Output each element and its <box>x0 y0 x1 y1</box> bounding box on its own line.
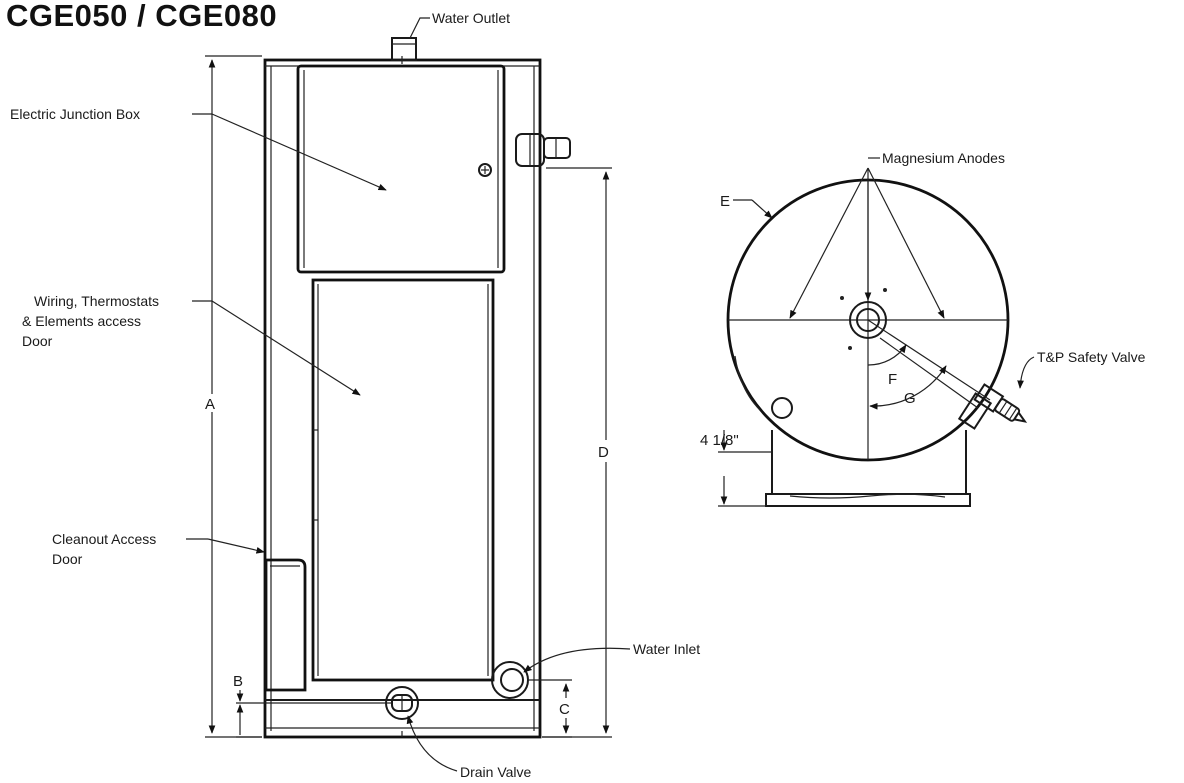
dim-d-label: D <box>598 444 609 461</box>
label-water-inlet: Water Inlet <box>633 641 700 657</box>
dim-c-label: C <box>559 701 570 718</box>
callout-cleanout-door: Cleanout Access Door <box>52 531 265 567</box>
top-view <box>726 178 1028 507</box>
center-fitting <box>849 301 887 339</box>
label-drain-valve: Drain Valve <box>460 764 532 780</box>
dimension-leg-height: 4 1/8" <box>700 430 772 507</box>
tp-valve-top <box>973 383 1028 423</box>
label-cleanout-1: Cleanout Access <box>52 531 156 547</box>
callout-magnesium-anodes: Magnesium Anodes <box>789 150 1005 319</box>
inlet-port-top <box>771 397 793 419</box>
water-outlet-fitting <box>391 37 417 61</box>
dimension-b: B <box>233 673 392 738</box>
label-junction-box: Electric Junction Box <box>10 106 140 122</box>
label-access-door-1: Wiring, Thermostats <box>34 293 159 309</box>
label-cleanout-2: Door <box>52 551 83 567</box>
dim-leg-height-label: 4 1/8" <box>700 432 739 449</box>
label-access-door-3: Door <box>22 333 53 349</box>
tp-valve-fitting <box>515 133 571 167</box>
cleanout-door <box>264 558 307 692</box>
callout-access-door: Wiring, Thermostats & Elements access Do… <box>22 293 361 396</box>
dim-a-label: A <box>205 396 215 413</box>
label-access-door-2: & Elements access <box>22 313 141 329</box>
junction-box <box>296 64 506 274</box>
callout-water-outlet: Water Outlet <box>409 10 510 39</box>
water-inlet-fitting <box>491 661 529 699</box>
dimension-a: A <box>205 55 262 738</box>
callout-drain-valve: Drain Valve <box>406 715 532 780</box>
callout-e: E <box>720 193 773 219</box>
access-door <box>311 278 495 682</box>
diagram-title: CGE050 / CGE080 <box>6 0 278 33</box>
callout-water-inlet: Water Inlet <box>523 641 700 673</box>
label-water-outlet: Water Outlet <box>432 10 510 26</box>
dim-e-label: E <box>720 193 730 210</box>
base-stand <box>771 430 967 495</box>
dimension-d: D <box>542 167 612 738</box>
front-view <box>263 37 571 739</box>
label-tp-valve: T&P Safety Valve <box>1037 349 1146 365</box>
dim-g-label: G <box>904 390 916 407</box>
dim-f-label: F <box>888 371 897 388</box>
dim-b-label: B <box>233 673 243 690</box>
junction-box-screw <box>478 163 492 177</box>
callout-junction-box: Electric Junction Box <box>10 106 387 191</box>
callout-tp-valve: T&P Safety Valve <box>1017 349 1146 389</box>
label-magnesium-anodes: Magnesium Anodes <box>882 150 1005 166</box>
